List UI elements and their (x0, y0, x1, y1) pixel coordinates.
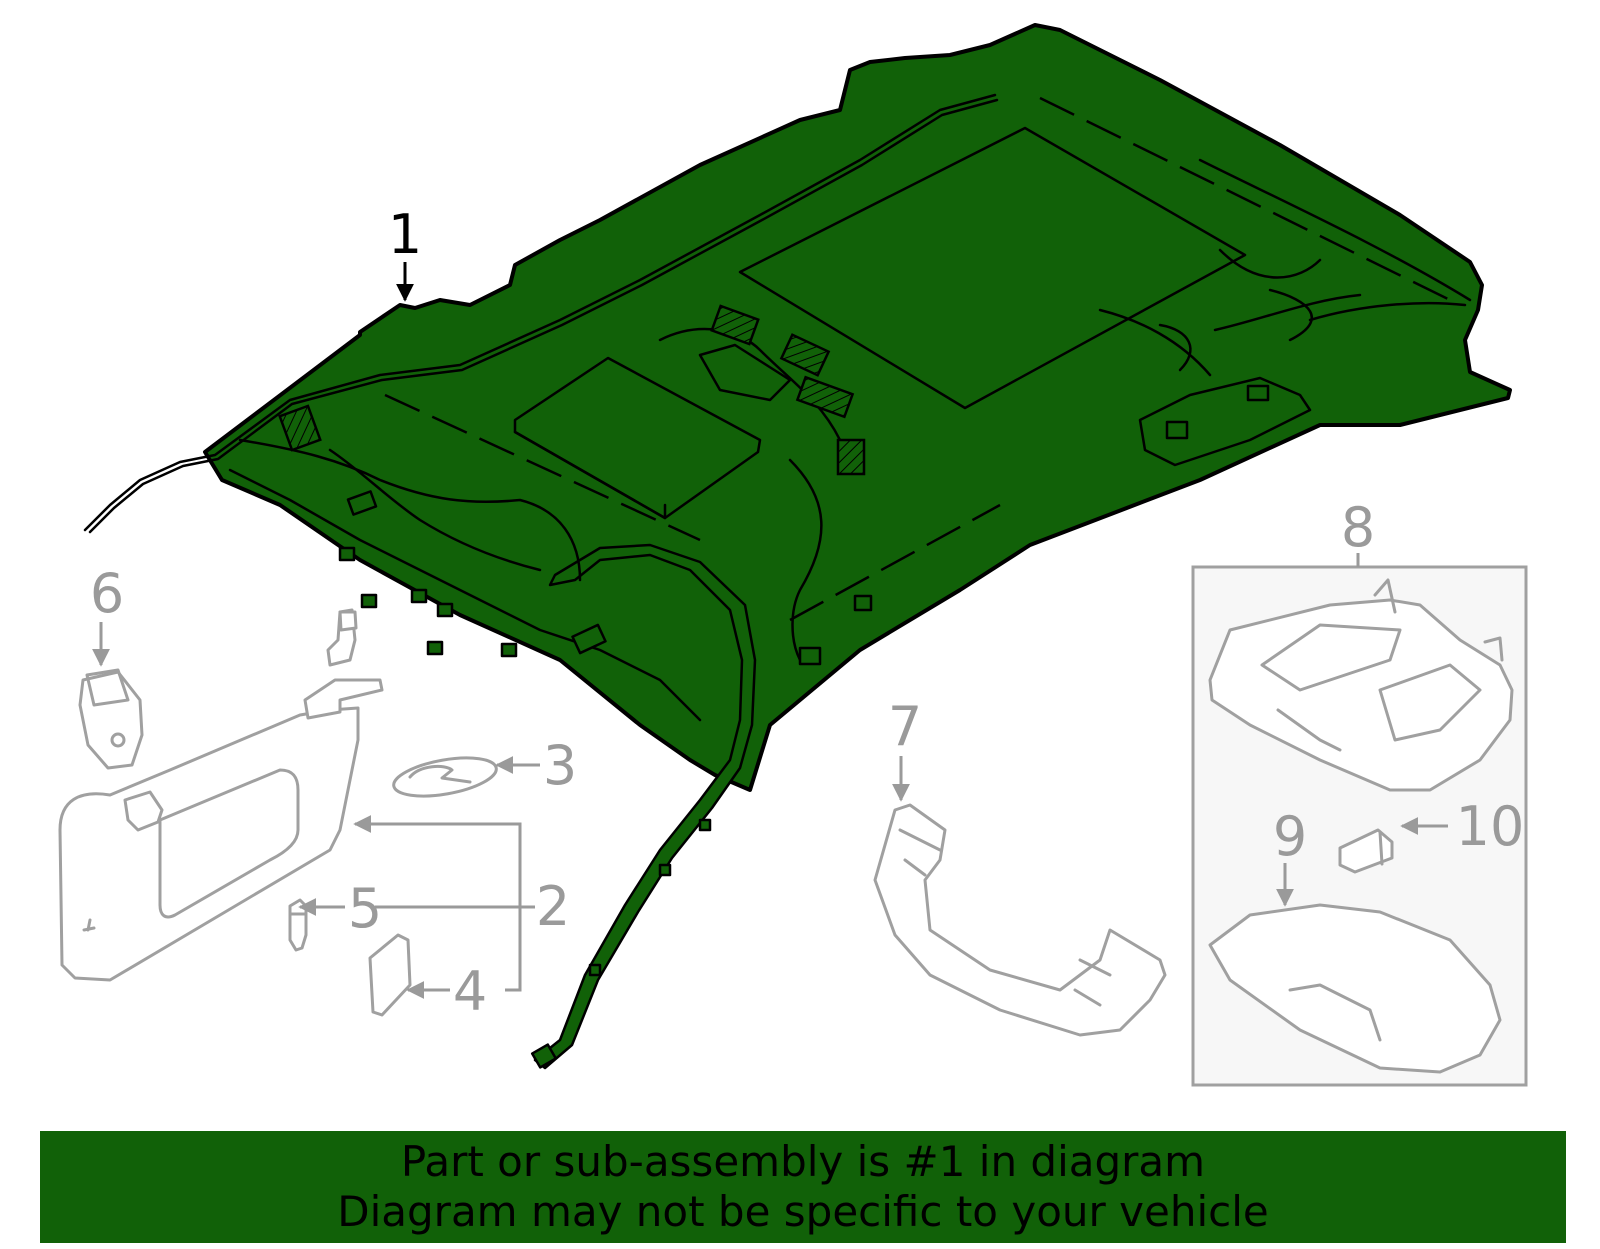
overhead-console[interactable] (1208, 578, 1514, 792)
headliner-assembly[interactable] (83, 23, 1512, 1070)
banner-line-2: Diagram may not be specific to your vehi… (337, 1187, 1269, 1236)
callout-5: 5 (348, 877, 382, 940)
callout-6: 6 (90, 562, 124, 625)
callout-9: 9 (1273, 805, 1307, 868)
callout-1: 1 (388, 203, 422, 266)
callout-4: 4 (453, 960, 487, 1023)
visor-clip[interactable] (391, 751, 499, 803)
console-lens[interactable] (1208, 903, 1502, 1074)
callout-10: 10 (1456, 795, 1525, 858)
callout-3: 3 (543, 734, 577, 797)
sun-visor[interactable] (58, 608, 384, 982)
callout-7: 7 (888, 695, 922, 758)
banner-line-1: Part or sub-assembly is #1 in diagram (400, 1137, 1206, 1186)
callout-2: 2 (536, 875, 570, 938)
callout-8: 8 (1341, 496, 1375, 559)
grab-handle[interactable] (873, 803, 1167, 1037)
info-banner: Part or sub-assembly is #1 in diagram Di… (40, 1131, 1566, 1243)
visor-bracket[interactable] (78, 668, 144, 770)
console-bulb[interactable] (1338, 828, 1394, 874)
cover-plate[interactable] (368, 933, 412, 1017)
leader-lines (92, 262, 1448, 999)
